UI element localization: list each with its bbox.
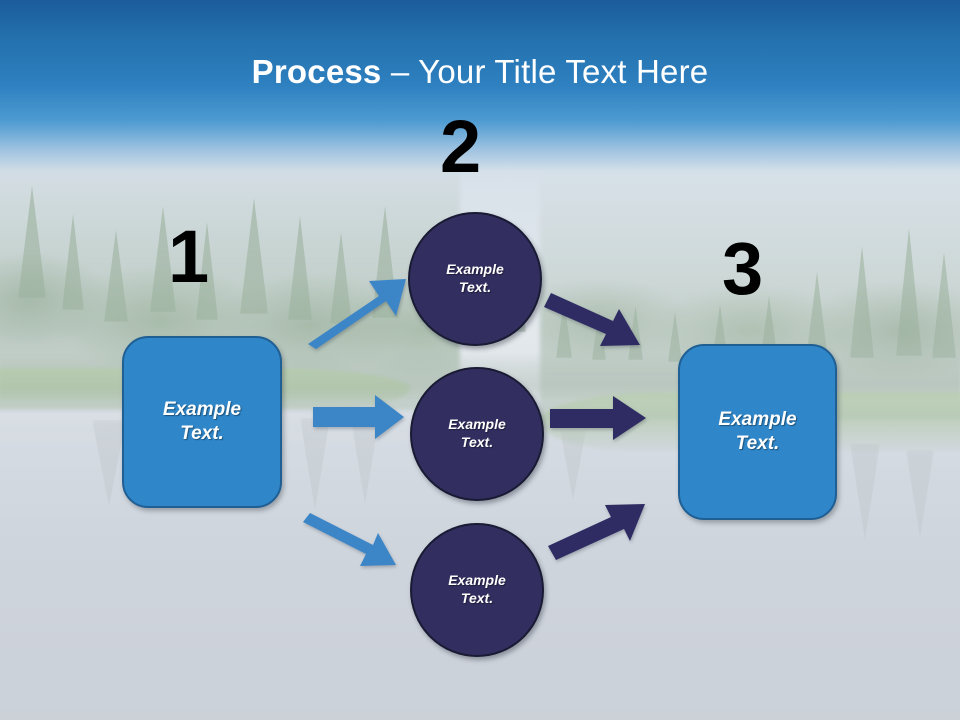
input-box[interactable]: Example Text. [122,336,282,508]
circle-top-line2: Text. [458,279,492,295]
circle-bottom-line2: Text. [460,590,494,606]
circle-step-middle[interactable]: Example Text. [410,367,544,501]
circle-top-label: Example Text. [446,261,504,296]
step-number-2: 2 [440,105,482,188]
page-title: Process – Your Title Text Here [0,52,960,92]
circle-bottom-label: Example Text. [448,572,506,607]
input-box-line2: Text. [180,423,224,444]
circle-bottom-line1: Example [448,572,506,589]
input-box-line1: Example [162,399,242,421]
circle-top-line1: Example [446,261,504,278]
circle-step-top[interactable]: Example Text. [408,212,542,346]
output-box-line1: Example [718,409,797,431]
title-rest-part: – Your Title Text Here [381,53,709,90]
input-box-label: Example Text. [163,398,241,446]
circle-middle-line1: Example [448,416,506,433]
output-box-label: Example Text. [718,408,796,456]
step-number-1: 1 [168,215,210,298]
step-number-3: 3 [722,227,764,310]
output-box[interactable]: Example Text. [678,344,837,520]
circle-step-bottom[interactable]: Example Text. [410,523,544,657]
output-box-line2: Text. [735,433,780,454]
circle-middle-label: Example Text. [448,416,506,451]
title-bold-part: Process [251,53,382,90]
circle-middle-line2: Text. [460,434,494,450]
header-band [0,0,960,178]
